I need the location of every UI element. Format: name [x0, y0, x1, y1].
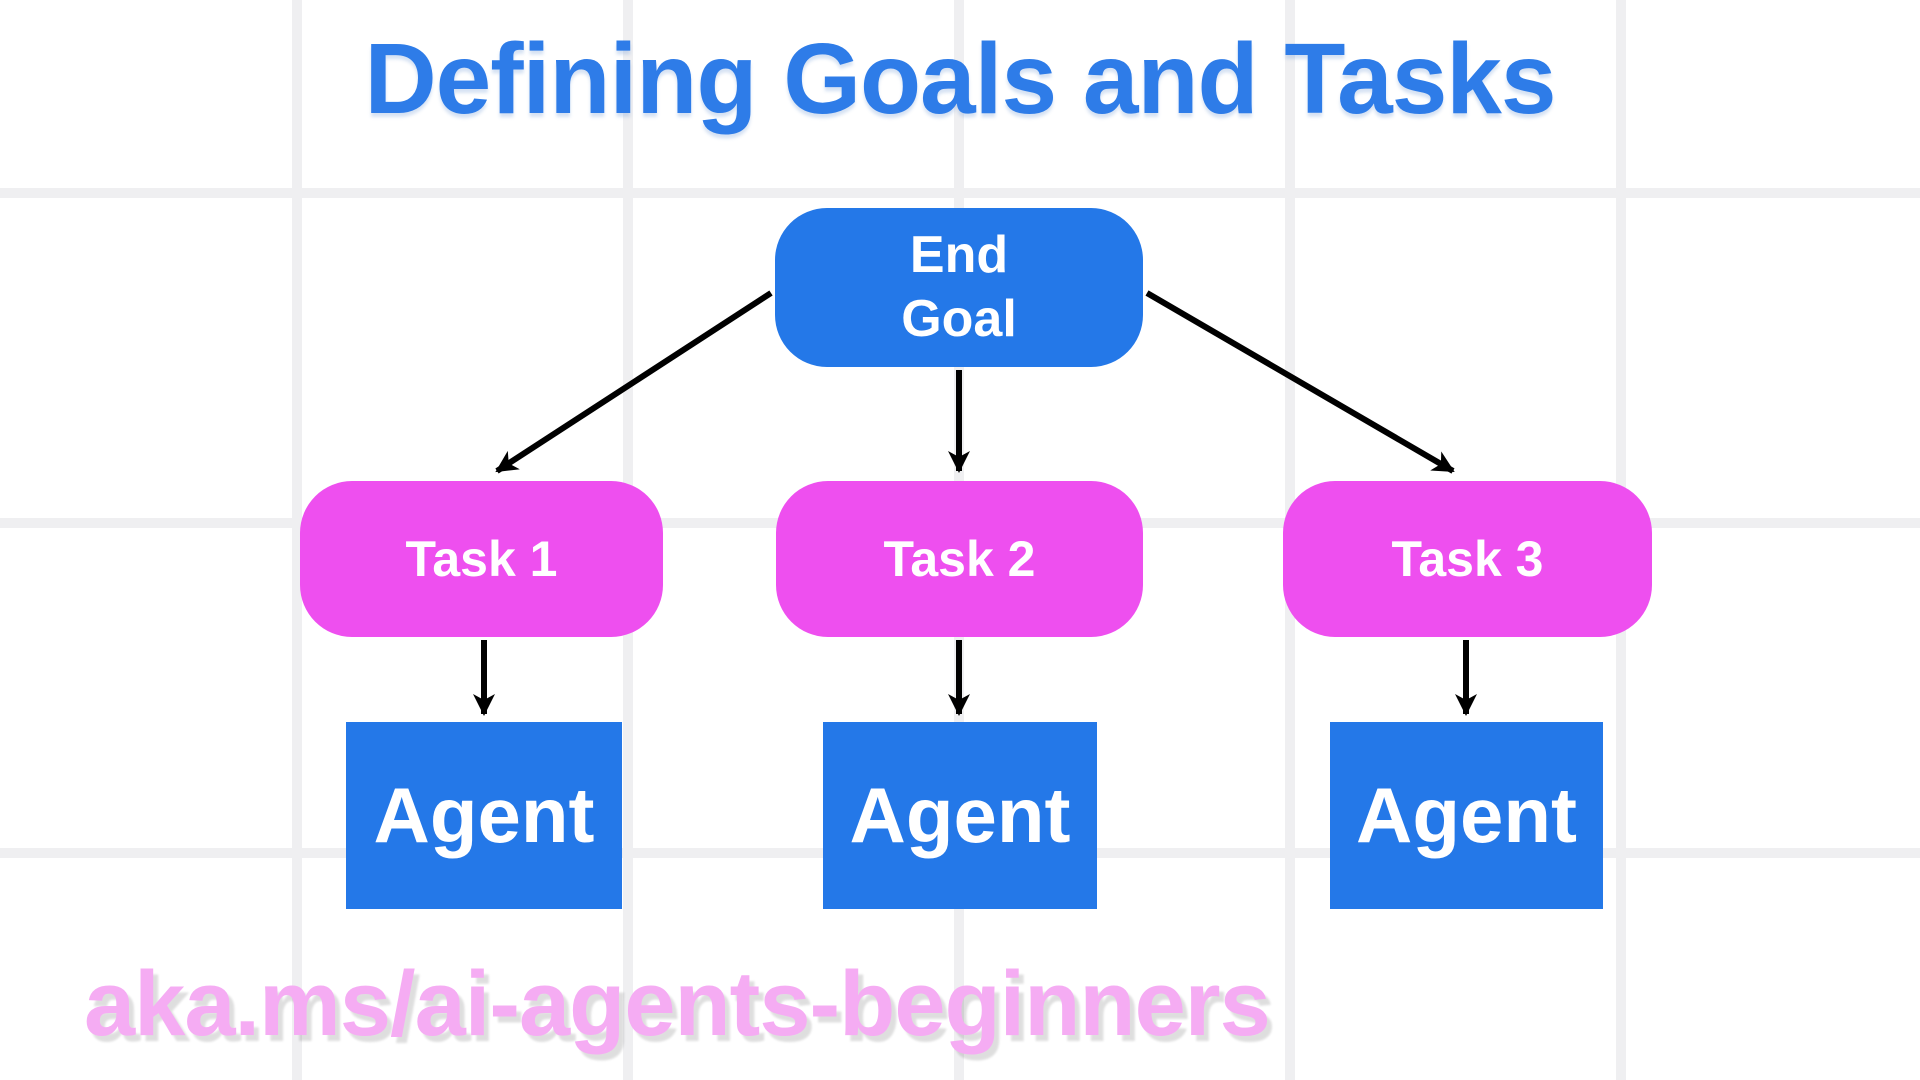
end-goal-label-line1: End — [909, 226, 1009, 285]
agent1-label: Agent — [373, 771, 595, 859]
end-goal-node: End Goal — [775, 208, 1143, 367]
task2-label: Task 2 — [883, 531, 1036, 587]
task3-node: Task 3 — [1283, 481, 1652, 637]
agent3-node: Agent — [1330, 722, 1603, 909]
footer-url-text: aka.ms/ai-agents-beginners — [84, 953, 1271, 1055]
page-title: Defining Goals and Tasks — [364, 23, 1556, 135]
task2-node: Task 2 — [776, 481, 1143, 637]
agent2-node: Agent — [823, 722, 1097, 909]
task3-label: Task 3 — [1391, 531, 1544, 587]
agent1-node: Agent — [346, 722, 622, 909]
end-goal-label-line2: Goal — [901, 289, 1017, 348]
arrow-goal-to-task3 — [1145, 290, 1455, 474]
arrow-goal-to-task1 — [495, 290, 773, 474]
agent3-label: Agent — [1356, 771, 1577, 859]
task1-node: Task 1 — [300, 481, 663, 637]
agent2-label: Agent — [849, 771, 1071, 859]
task1-label: Task 1 — [405, 531, 558, 587]
